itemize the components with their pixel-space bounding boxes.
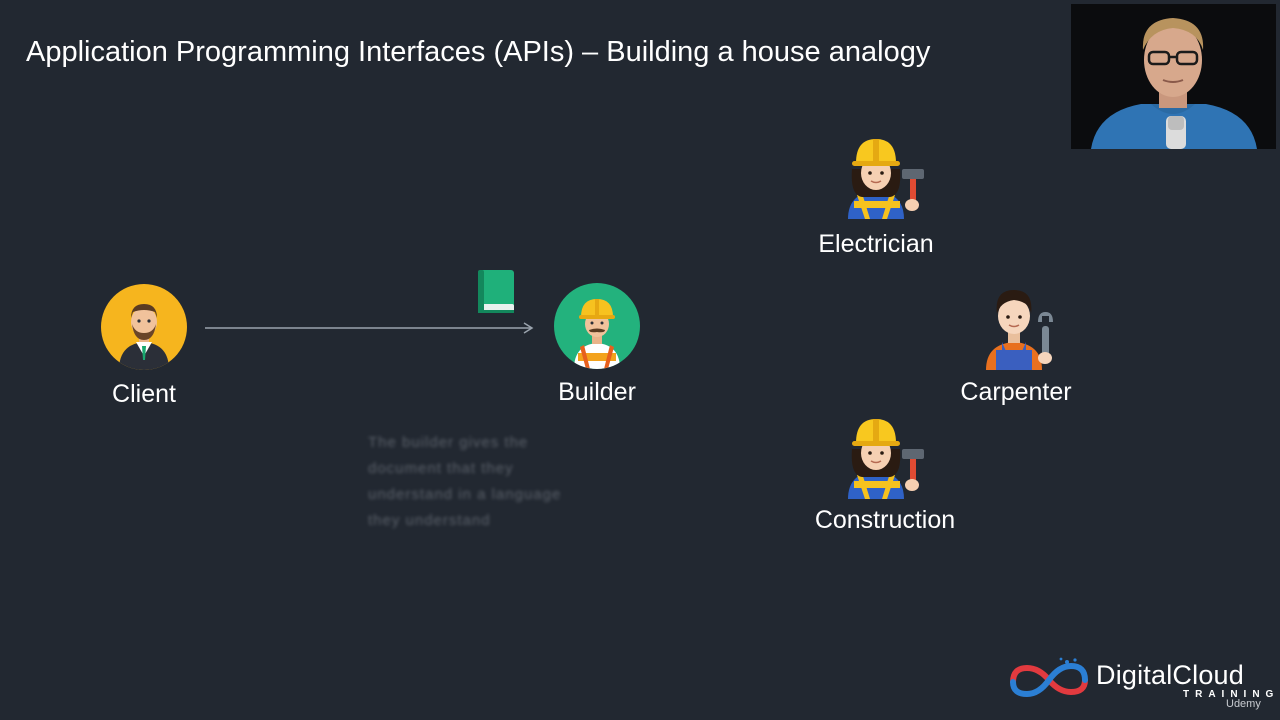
electrician-label: Electrician <box>818 230 934 258</box>
green-book-icon <box>478 270 514 313</box>
businessman-avatar-icon <box>119 304 169 370</box>
builder-label: Builder <box>558 378 636 406</box>
logo-subtitle: TRAINING <box>1183 689 1280 700</box>
construction-label: Construction <box>814 506 956 534</box>
construction-worker-avatar-icon <box>574 299 620 369</box>
blurred-note-line: they understand <box>368 512 491 529</box>
mechanic-wrench-icon <box>986 290 1053 370</box>
blurred-note-line: understand in a language <box>368 486 562 503</box>
blurred-note-line: document that they <box>368 460 514 477</box>
digitalcloud-logo-icon <box>1010 657 1088 698</box>
client-label: Client <box>112 380 176 408</box>
carpenter-label: Carpenter <box>960 378 1072 406</box>
blurred-note: The builder gives the document that they… <box>368 430 600 558</box>
arrow-client-to-builder <box>205 322 534 334</box>
builder-avatar <box>554 283 640 369</box>
construction-worker-hammer-icon <box>848 419 924 499</box>
udemy-watermark: Udemy <box>1226 698 1261 710</box>
presenter-photo <box>1071 4 1276 149</box>
presenter-webcam <box>1071 4 1276 149</box>
logo-name: DigitalCloud <box>1096 660 1244 690</box>
client-avatar <box>101 284 187 370</box>
slide-title: Application Programming Interfaces (APIs… <box>26 36 931 68</box>
construction-worker-hammer-icon <box>848 139 924 219</box>
blurred-note-line: The builder gives the <box>368 434 529 451</box>
